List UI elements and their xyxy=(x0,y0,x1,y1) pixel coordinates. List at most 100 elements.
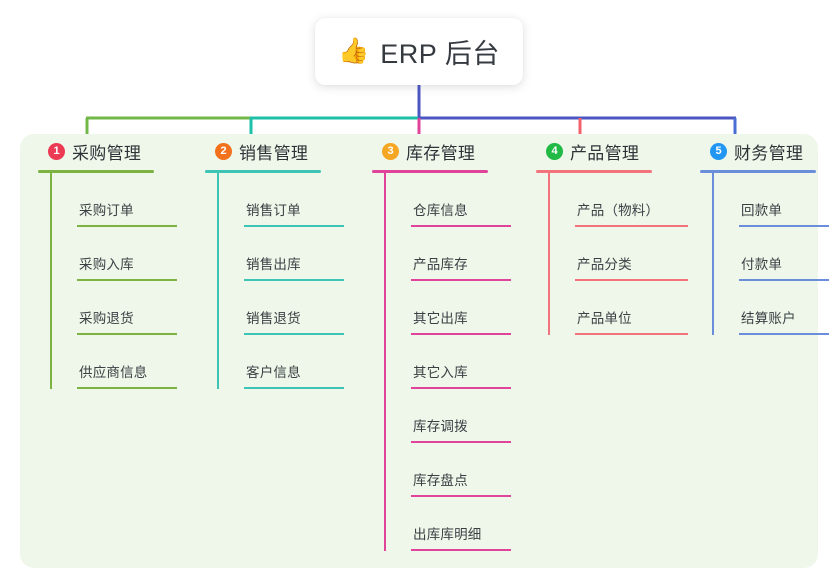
branch-items: 销售订单销售出库销售退货客户信息 xyxy=(197,173,357,389)
branch-spine xyxy=(50,173,52,389)
branch-column: 5 财务管理回款单付款单结算账户 xyxy=(692,134,839,335)
branch-spine xyxy=(384,173,386,551)
branch-item-rule xyxy=(411,387,511,389)
branch-header-rule xyxy=(38,170,154,173)
branch-item[interactable]: 付款单 xyxy=(719,227,839,281)
branch-columns: 1 采购管理采购订单采购入库采购退货供应商信息 2 销售管理销售订单销售出库销售退货客… xyxy=(0,134,839,568)
branch-item-label: 库存调拨 xyxy=(413,419,468,434)
branch-item-rule xyxy=(411,279,511,281)
branch-item[interactable]: 采购订单 xyxy=(57,173,190,227)
branch-column: 1 采购管理采购订单采购入库采购退货供应商信息 xyxy=(30,134,190,389)
branch-header[interactable]: 4 产品管理 xyxy=(528,134,698,168)
branch-item-label: 采购入库 xyxy=(79,257,134,272)
branch-header-rule xyxy=(205,170,321,173)
branch-column: 3 库存管理仓库信息产品库存其它出库其它入库库存调拨库存盘点出库库明细 xyxy=(364,134,524,551)
branch-header[interactable]: 3 库存管理 xyxy=(364,134,524,168)
branch-header[interactable]: 1 采购管理 xyxy=(30,134,190,168)
branch-header-rule xyxy=(700,170,816,173)
branch-item-label: 采购退货 xyxy=(79,311,134,326)
branch-item-rule xyxy=(739,225,829,227)
branch-item-rule xyxy=(77,333,177,335)
branch-item-rule xyxy=(411,225,511,227)
branch-item[interactable]: 销售出库 xyxy=(224,227,357,281)
branch-item[interactable]: 结算账户 xyxy=(719,281,839,335)
branch-item[interactable]: 出库库明细 xyxy=(391,497,524,551)
branch-item-rule xyxy=(411,549,511,551)
branch-item[interactable]: 库存盘点 xyxy=(391,443,524,497)
branch-item[interactable]: 产品单位 xyxy=(555,281,698,335)
branch-item-rule xyxy=(244,225,344,227)
branch-title: 采购管理 xyxy=(72,143,142,163)
branch-item-label: 销售订单 xyxy=(246,203,301,218)
branch-number-badge: 4 xyxy=(546,142,563,160)
branch-item[interactable]: 产品库存 xyxy=(391,227,524,281)
branch-item-rule xyxy=(739,333,829,335)
branch-title: 库存管理 xyxy=(406,143,476,163)
branch-item-label: 仓库信息 xyxy=(413,203,468,218)
branch-item[interactable]: 其它入库 xyxy=(391,335,524,389)
branch-item[interactable]: 产品分类 xyxy=(555,227,698,281)
branch-item-label: 产品单位 xyxy=(577,311,632,326)
branch-item-rule xyxy=(77,225,177,227)
branch-item[interactable]: 采购入库 xyxy=(57,227,190,281)
branch-item[interactable]: 其它出库 xyxy=(391,281,524,335)
branch-item-rule xyxy=(411,333,511,335)
branch-item-rule xyxy=(411,495,511,497)
branch-item-rule xyxy=(411,441,511,443)
branch-item-label: 产品分类 xyxy=(577,257,632,272)
branch-number-badge: 1 xyxy=(48,142,65,160)
branch-number-badge: 5 xyxy=(710,142,727,160)
branch-item-label: 客户信息 xyxy=(246,365,301,380)
branch-item-rule xyxy=(77,279,177,281)
root-node-content: 👍 ERP 后台 xyxy=(338,32,500,71)
branch-item-rule xyxy=(575,333,688,335)
branch-item-label: 付款单 xyxy=(741,257,783,272)
branch-item-label: 产品库存 xyxy=(413,257,468,272)
thumbs-up-icon: 👍 xyxy=(338,37,370,65)
branch-item-label: 结算账户 xyxy=(741,311,796,326)
branch-header-rule xyxy=(372,170,488,173)
branch-item[interactable]: 供应商信息 xyxy=(57,335,190,389)
branch-item[interactable]: 客户信息 xyxy=(224,335,357,389)
branch-item-rule xyxy=(244,279,344,281)
branch-item-label: 销售退货 xyxy=(246,311,301,326)
branch-number-badge: 3 xyxy=(382,142,399,160)
branch-title: 销售管理 xyxy=(239,143,309,163)
root-node-card[interactable]: 👍 ERP 后台 xyxy=(315,18,523,85)
branch-item[interactable]: 仓库信息 xyxy=(391,173,524,227)
branch-column: 2 销售管理销售订单销售出库销售退货客户信息 xyxy=(197,134,357,389)
branch-items: 采购订单采购入库采购退货供应商信息 xyxy=(30,173,190,389)
branch-title: 产品管理 xyxy=(570,143,640,163)
branch-item-rule xyxy=(575,279,688,281)
branch-item[interactable]: 回款单 xyxy=(719,173,839,227)
branch-header-rule xyxy=(536,170,652,173)
root-node-title: ERP 后台 xyxy=(380,39,500,69)
branch-item[interactable]: 采购退货 xyxy=(57,281,190,335)
branch-item-rule xyxy=(575,225,688,227)
branch-number-badge: 2 xyxy=(215,142,232,160)
branch-item-rule xyxy=(77,387,177,389)
branch-header[interactable]: 5 财务管理 xyxy=(692,134,839,168)
branch-item-rule xyxy=(244,333,344,335)
branch-spine xyxy=(712,173,714,335)
branch-column: 4 产品管理产品（物料） 产品分类产品单位 xyxy=(528,134,698,335)
branch-item-label: 库存盘点 xyxy=(413,473,468,488)
branch-item[interactable]: 产品（物料） xyxy=(555,173,698,227)
branch-item-label: 采购订单 xyxy=(79,203,134,218)
branch-item-label: 其它出库 xyxy=(413,311,468,326)
branch-item-label: 其它入库 xyxy=(413,365,468,380)
branch-item[interactable]: 库存调拨 xyxy=(391,389,524,443)
branch-item-label: 产品（物料） xyxy=(577,203,660,218)
branch-items: 仓库信息产品库存其它出库其它入库库存调拨库存盘点出库库明细 xyxy=(364,173,524,551)
branch-title: 财务管理 xyxy=(734,143,804,163)
branch-item-rule xyxy=(739,279,829,281)
branch-item-rule xyxy=(244,387,344,389)
branch-item-label: 供应商信息 xyxy=(79,365,148,380)
branch-item[interactable]: 销售订单 xyxy=(224,173,357,227)
branch-item[interactable]: 销售退货 xyxy=(224,281,357,335)
branch-item-label: 销售出库 xyxy=(246,257,301,272)
branch-item-label: 回款单 xyxy=(741,203,783,218)
branch-header[interactable]: 2 销售管理 xyxy=(197,134,357,168)
branch-items: 回款单付款单结算账户 xyxy=(692,173,839,335)
